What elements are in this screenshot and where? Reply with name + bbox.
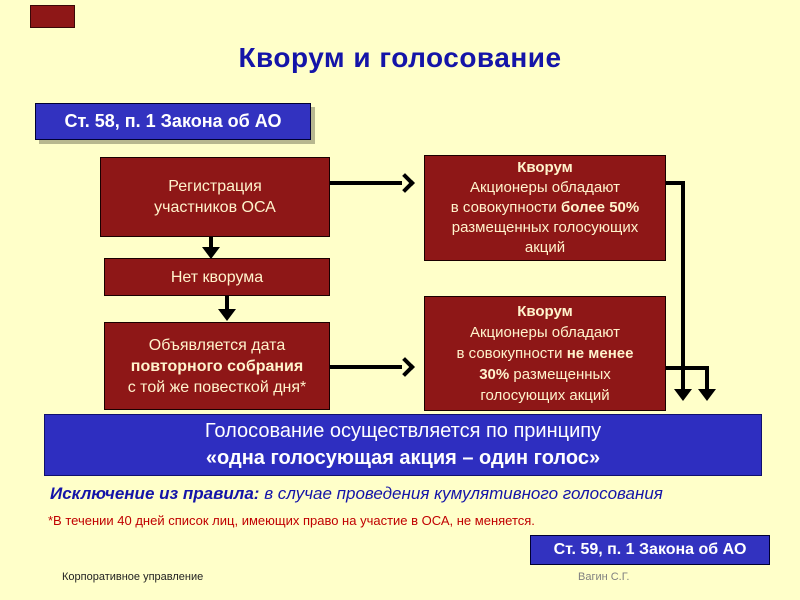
text-segment: размещенных [509, 366, 611, 383]
flow-box-quorum-50: Кворум Акционеры обладают в совокупности… [424, 155, 666, 261]
text-line: Голосование осуществляется по принципу [204, 420, 602, 442]
text-line: голосующих акций [480, 387, 610, 404]
text-line: размещенных голосующих [451, 219, 639, 236]
text-line: акций [524, 239, 566, 256]
text-line: Нет кворума [170, 268, 264, 286]
arrow-right-icon [395, 173, 415, 193]
corner-accent-shape [30, 5, 75, 28]
connector-line [681, 181, 685, 391]
footer-author: Вагин С.Г. [578, 571, 630, 583]
arrow-down-icon [202, 247, 220, 259]
text-line: с той же повесткой дня* [127, 378, 307, 396]
text-line: Кворум [517, 303, 573, 320]
voting-principle-banner: Голосование осуществляется по принципу «… [44, 414, 762, 476]
text-segment-bold: не менее [566, 345, 634, 362]
law-ref-top: Ст. 58, п. 1 Закона об АО [35, 103, 311, 140]
flow-box-no-quorum: Нет кворума [104, 258, 330, 296]
text-line: Акционеры обладают [469, 179, 621, 196]
flow-box-quorum-30: Кворум Акционеры обладают в совокупности… [424, 296, 666, 411]
text-line: повторного собрания [130, 357, 304, 375]
text-line: Кворум [517, 159, 573, 176]
text-segment: в совокупности [450, 199, 561, 216]
text-line: в совокупности не менее [457, 343, 634, 364]
flow-box-registration: Регистрация участников ОСА [100, 157, 330, 237]
exception-note-rest: в случае проведения кумулятивного голосо… [259, 484, 663, 503]
connector-line [330, 181, 402, 185]
law-ref-top-label: Ст. 58, п. 1 Закона об АО [64, 111, 282, 131]
text-line: 30% размещенных [479, 364, 611, 385]
exception-note-lead: Исключение из правила: [50, 484, 260, 503]
text-segment-bold: более 50% [560, 199, 640, 216]
connector-line [666, 366, 709, 370]
connector-line [330, 365, 402, 369]
law-ref-bottom-label: Ст. 59, п. 1 Закона об АО [553, 541, 747, 558]
footer-course-title: Корпоративное управление [62, 571, 204, 583]
text-line: Акционеры обладают [469, 324, 621, 341]
arrow-right-icon [395, 357, 415, 377]
connector-line [225, 296, 229, 310]
arrow-down-icon [698, 389, 716, 401]
footnote: *В течении 40 дней список лиц, имеющих п… [48, 513, 535, 528]
arrow-down-icon [218, 309, 236, 321]
connector-line [209, 237, 213, 249]
arrow-down-icon [674, 389, 692, 401]
text-line: участников ОСА [154, 199, 276, 216]
text-line: «одна голосующая акция – один голос» [205, 447, 601, 469]
flow-box-repeat-meeting: Объявляется дата повторного собрания с т… [104, 322, 330, 410]
text-line: Регистрация [168, 178, 262, 195]
text-line: Объявляется дата [148, 336, 286, 354]
exception-note: Исключение из правила: в случае проведен… [50, 484, 770, 504]
text-segment-bold: 30% [479, 366, 510, 383]
slide-title: Кворум и голосование [238, 42, 562, 73]
connector-line [666, 181, 685, 185]
text-line: в совокупности более 50% [451, 198, 639, 218]
connector-line [705, 366, 709, 391]
text-segment: в совокупности [456, 345, 567, 362]
law-ref-bottom: Ст. 59, п. 1 Закона об АО [530, 535, 770, 565]
